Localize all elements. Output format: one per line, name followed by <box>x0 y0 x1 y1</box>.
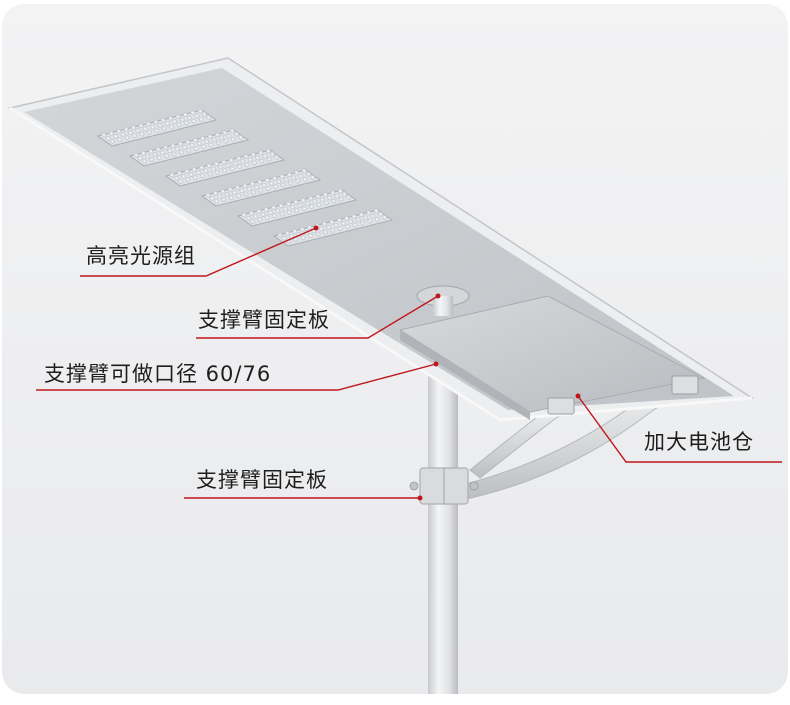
led-module <box>236 188 358 227</box>
leader-line-arm-diameter <box>36 363 437 391</box>
callout-arm-plate-top: 支撑臂固定板 <box>198 308 330 332</box>
battery-box <box>398 295 706 413</box>
led-module <box>164 148 286 187</box>
callout-light-source: 高亮光源组 <box>86 244 196 268</box>
leader-line-light-source <box>80 227 317 277</box>
battery-bracket-left <box>547 397 575 415</box>
callout-battery-box: 加大电池仓 <box>644 430 754 454</box>
battery-bracket-right <box>671 375 699 395</box>
led-module <box>200 168 322 207</box>
leader-line-battery-box <box>577 395 782 463</box>
callout-arm-plate-bottom: 支撑臂固定板 <box>196 468 328 492</box>
callout-arm-diameter: 支撑臂可做口径 60/76 <box>44 362 272 386</box>
led-module <box>96 108 218 147</box>
leader-line-arm-plate-top <box>196 295 439 339</box>
leader-lines <box>36 227 782 499</box>
led-module <box>128 128 250 167</box>
